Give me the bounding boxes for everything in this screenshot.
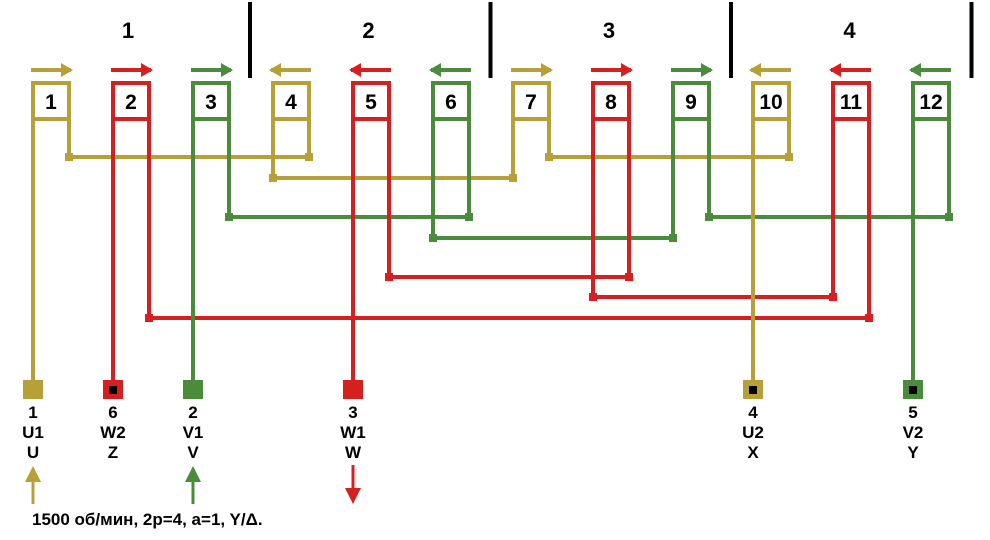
terminal-end-marker: [749, 386, 757, 394]
slot-box: [591, 81, 631, 121]
slot-box: [111, 81, 151, 121]
slot-number: 9: [685, 91, 697, 114]
arrow-right-icon: [61, 63, 73, 77]
slot-number: 6: [445, 91, 457, 114]
group-divider: [969, 2, 974, 78]
slot-box: [431, 81, 471, 121]
arrow-down-icon: [345, 488, 361, 504]
terminal-name: V1: [183, 423, 204, 442]
terminal-number: 6: [108, 403, 117, 422]
slot-number: 5: [365, 91, 377, 114]
terminal-alt-name: U: [27, 443, 39, 462]
arrow-left-icon: [429, 63, 441, 77]
terminal-end-marker: [909, 386, 917, 394]
terminal-name: W2: [100, 423, 126, 442]
terminal-name: W1: [340, 423, 366, 442]
arrow-left-icon: [269, 63, 281, 77]
slot-coil-7: 7: [511, 63, 553, 178]
slot-number: 7: [525, 91, 537, 114]
arrow-up-icon: [185, 466, 201, 482]
slot-box: [271, 81, 311, 121]
slot-coil-12: 12: [909, 63, 951, 390]
slot-box: [831, 81, 871, 121]
terminal-block: [343, 380, 363, 399]
arrow-right-icon: [221, 63, 233, 77]
terminal-alt-name: X: [747, 443, 759, 462]
slot-number: 11: [840, 91, 863, 114]
slot-box: [191, 81, 231, 121]
slot-box: [31, 81, 71, 121]
terminal-name: V2: [903, 423, 924, 442]
arrow-right-icon: [701, 63, 713, 77]
slot-box: [911, 81, 951, 121]
arrow-left-icon: [749, 63, 761, 77]
slot-box: [671, 81, 711, 121]
arrow-right-icon: [141, 63, 153, 77]
slot-coil-9: 9: [671, 63, 713, 238]
terminal-alt-name: W: [345, 443, 362, 462]
terminal-alt-name: V: [187, 443, 199, 462]
group-label: 4: [843, 18, 856, 43]
slot-number: 3: [205, 91, 217, 114]
group-label: 3: [603, 18, 615, 43]
slot-box: [511, 81, 551, 121]
arrow-left-icon: [829, 63, 841, 77]
slot-number: 10: [759, 91, 782, 114]
slot-number: 4: [285, 91, 297, 114]
group-divider: [248, 2, 252, 78]
terminal-block: [183, 380, 203, 399]
arrow-right-icon: [541, 63, 553, 77]
terminal-number: 2: [188, 403, 197, 422]
terminal-name: U1: [22, 423, 44, 442]
terminal-end-marker: [109, 386, 117, 394]
caption: 1500 об/мин, 2p=4, a=1, Y/Δ.: [32, 510, 263, 529]
group-label: 2: [362, 18, 374, 43]
arrow-left-icon: [909, 63, 921, 77]
terminal-number: 3: [348, 403, 357, 422]
slot-number: 1: [45, 91, 57, 114]
slot-coil-11: 11: [829, 63, 871, 318]
slot-coil-2: 2: [111, 63, 153, 390]
arrow-left-icon: [349, 63, 361, 77]
slot-coil-1: 1: [31, 63, 73, 390]
slot-box: [751, 81, 791, 121]
slot-box: [351, 81, 391, 121]
slot-coil-5: 5: [349, 63, 391, 390]
slot-number: 8: [605, 91, 617, 114]
terminal-alt-name: Z: [108, 443, 118, 462]
arrow-right-icon: [621, 63, 633, 77]
group-divider: [488, 2, 493, 78]
slot-coil-6: 6: [429, 63, 471, 238]
group-divider: [729, 2, 733, 78]
slot-coil-8: 8: [591, 63, 633, 297]
terminal-number: 5: [908, 403, 917, 422]
terminal-block: [23, 380, 43, 399]
group-label: 1: [122, 18, 134, 43]
terminal-number: 1: [28, 403, 37, 422]
arrow-up-icon: [25, 466, 41, 482]
terminal-number: 4: [748, 403, 758, 422]
slot-coil-4: 4: [269, 63, 311, 178]
slot-number: 12: [919, 91, 942, 114]
slot-coil-3: 3: [191, 63, 233, 390]
slot-number: 2: [125, 91, 137, 114]
terminal-name: U2: [742, 423, 764, 442]
terminal-alt-name: Y: [907, 443, 919, 462]
slot-coil-10: 10: [749, 63, 791, 390]
